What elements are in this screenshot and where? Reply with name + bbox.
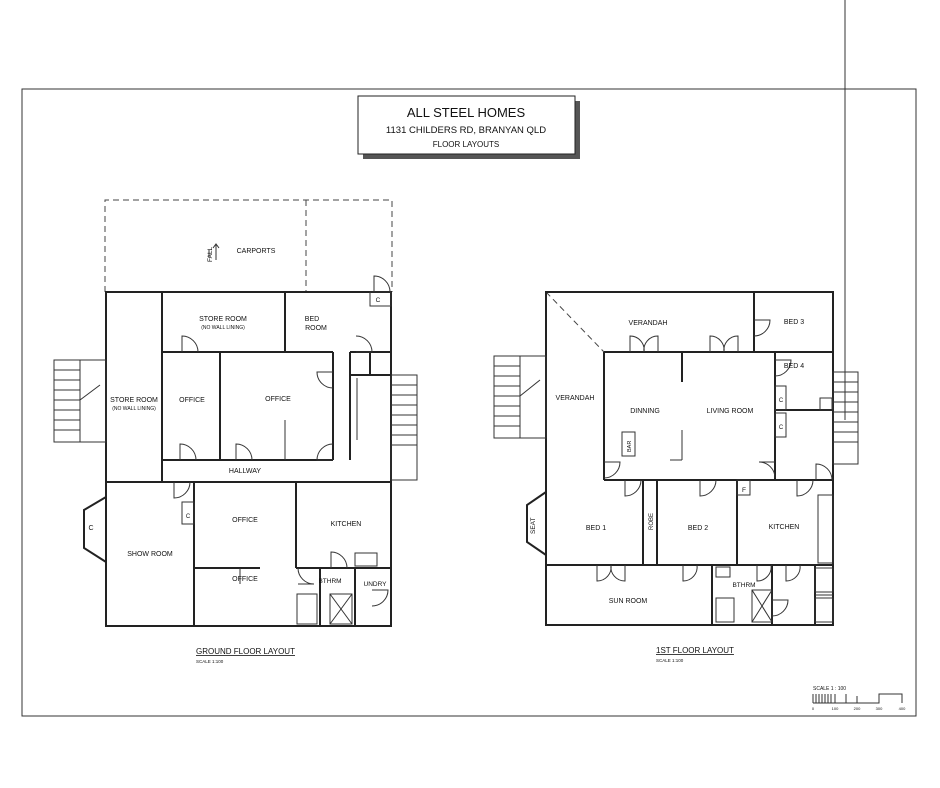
- label-undry: UNDRY: [364, 581, 388, 588]
- carports-outline: [104, 199, 393, 292]
- label-bar: BAR: [627, 441, 633, 452]
- ground-right-stair: [390, 374, 418, 481]
- label-store-room-top-note: (NO WALL LINING): [201, 325, 245, 331]
- label-office-a: OFFICE: [179, 397, 205, 404]
- label-verandah-top: VERANDAH: [629, 320, 668, 327]
- label-office-b: OFFICE: [265, 396, 291, 403]
- ground-floor-scale: SCALE 1:100: [196, 659, 224, 664]
- label-bed-room-2: ROOM: [305, 325, 327, 332]
- first-left-stair: [493, 355, 547, 439]
- scale-tick-200: 200: [854, 706, 861, 711]
- scale-tick-100: 100: [832, 706, 839, 711]
- label-dinning: DINNING: [630, 408, 660, 415]
- verandah-diagonal: [545, 291, 605, 353]
- scale-bar: SCALE 1 : 100 0 100 200 300 400: [812, 686, 906, 711]
- label-store-room-side-note: (NO WALL LINING): [112, 406, 156, 412]
- first-right-stair: [832, 0, 859, 465]
- label-c-showroom: C: [186, 514, 191, 520]
- label-hallway: HALLWAY: [229, 468, 261, 475]
- label-robe: ROBE: [649, 513, 655, 530]
- label-store-room-top: STORE ROOM: [199, 316, 247, 323]
- label-show-room: SHOW ROOM: [127, 551, 173, 558]
- label-living-room: LIVING ROOM: [707, 408, 754, 415]
- label-office-c: OFFICE: [232, 517, 258, 524]
- first-floor-scale: SCALE 1:100: [656, 658, 684, 663]
- label-bed4: BED 4: [784, 363, 804, 370]
- title-subtitle: FLOOR LAYOUTS: [433, 140, 500, 149]
- scale-tick-300: 300: [876, 706, 883, 711]
- label-store-room-side: STORE ROOM: [110, 397, 158, 404]
- ground-floor-plan: FALL CARPORTS STORE ROOM (NO WALL LINING…: [53, 199, 418, 664]
- first-bay-window: [526, 491, 547, 556]
- label-verandah-side: VERANDAH: [556, 395, 595, 402]
- scale-tick-0: 0: [812, 706, 815, 711]
- label-c-bed4-b: C: [779, 425, 784, 431]
- label-kitchen-first: KITCHEN: [769, 524, 800, 531]
- first-floor-plan: VERANDAH VERANDAH BED 3 BED 4 DINNING LI…: [493, 0, 859, 663]
- label-bthrm-first: BTHRM: [732, 582, 755, 589]
- ground-floor-caption: GROUND FLOOR LAYOUT: [196, 647, 295, 656]
- ground-left-stair: [53, 359, 107, 443]
- title-address: 1131 CHILDERS RD, BRANYAN QLD: [386, 125, 546, 136]
- first-floor-caption: 1ST FLOOR LAYOUT: [656, 646, 734, 655]
- label-bed-room-1: BED: [305, 316, 319, 323]
- scale-tick-400: 400: [899, 706, 906, 711]
- label-bed1: BED 1: [586, 525, 606, 532]
- label-c-bay: C: [88, 525, 93, 532]
- label-sun-room: SUN ROOM: [609, 598, 648, 605]
- scale-bar-label: SCALE 1 : 100: [813, 686, 846, 692]
- label-seat: SEAT: [530, 517, 537, 534]
- label-kitchen-ground: KITCHEN: [331, 521, 362, 528]
- label-c-bed4-a: C: [779, 398, 784, 404]
- label-bthrm-ground: BTHRM: [318, 578, 341, 585]
- title-block: ALL STEEL HOMES 1131 CHILDERS RD, BRANYA…: [357, 95, 580, 159]
- label-bed3: BED 3: [784, 319, 804, 326]
- title-company: ALL STEEL HOMES: [407, 105, 526, 120]
- label-c-carport: C: [376, 297, 381, 304]
- sheet-border: [21, 88, 917, 717]
- label-carports: CARPORTS: [237, 248, 276, 255]
- label-f: F: [742, 487, 746, 494]
- label-office-d: OFFICE: [232, 576, 258, 583]
- label-fall: FALL: [207, 246, 214, 262]
- ground-bay-window: [83, 496, 107, 563]
- label-bed2: BED 2: [688, 525, 708, 532]
